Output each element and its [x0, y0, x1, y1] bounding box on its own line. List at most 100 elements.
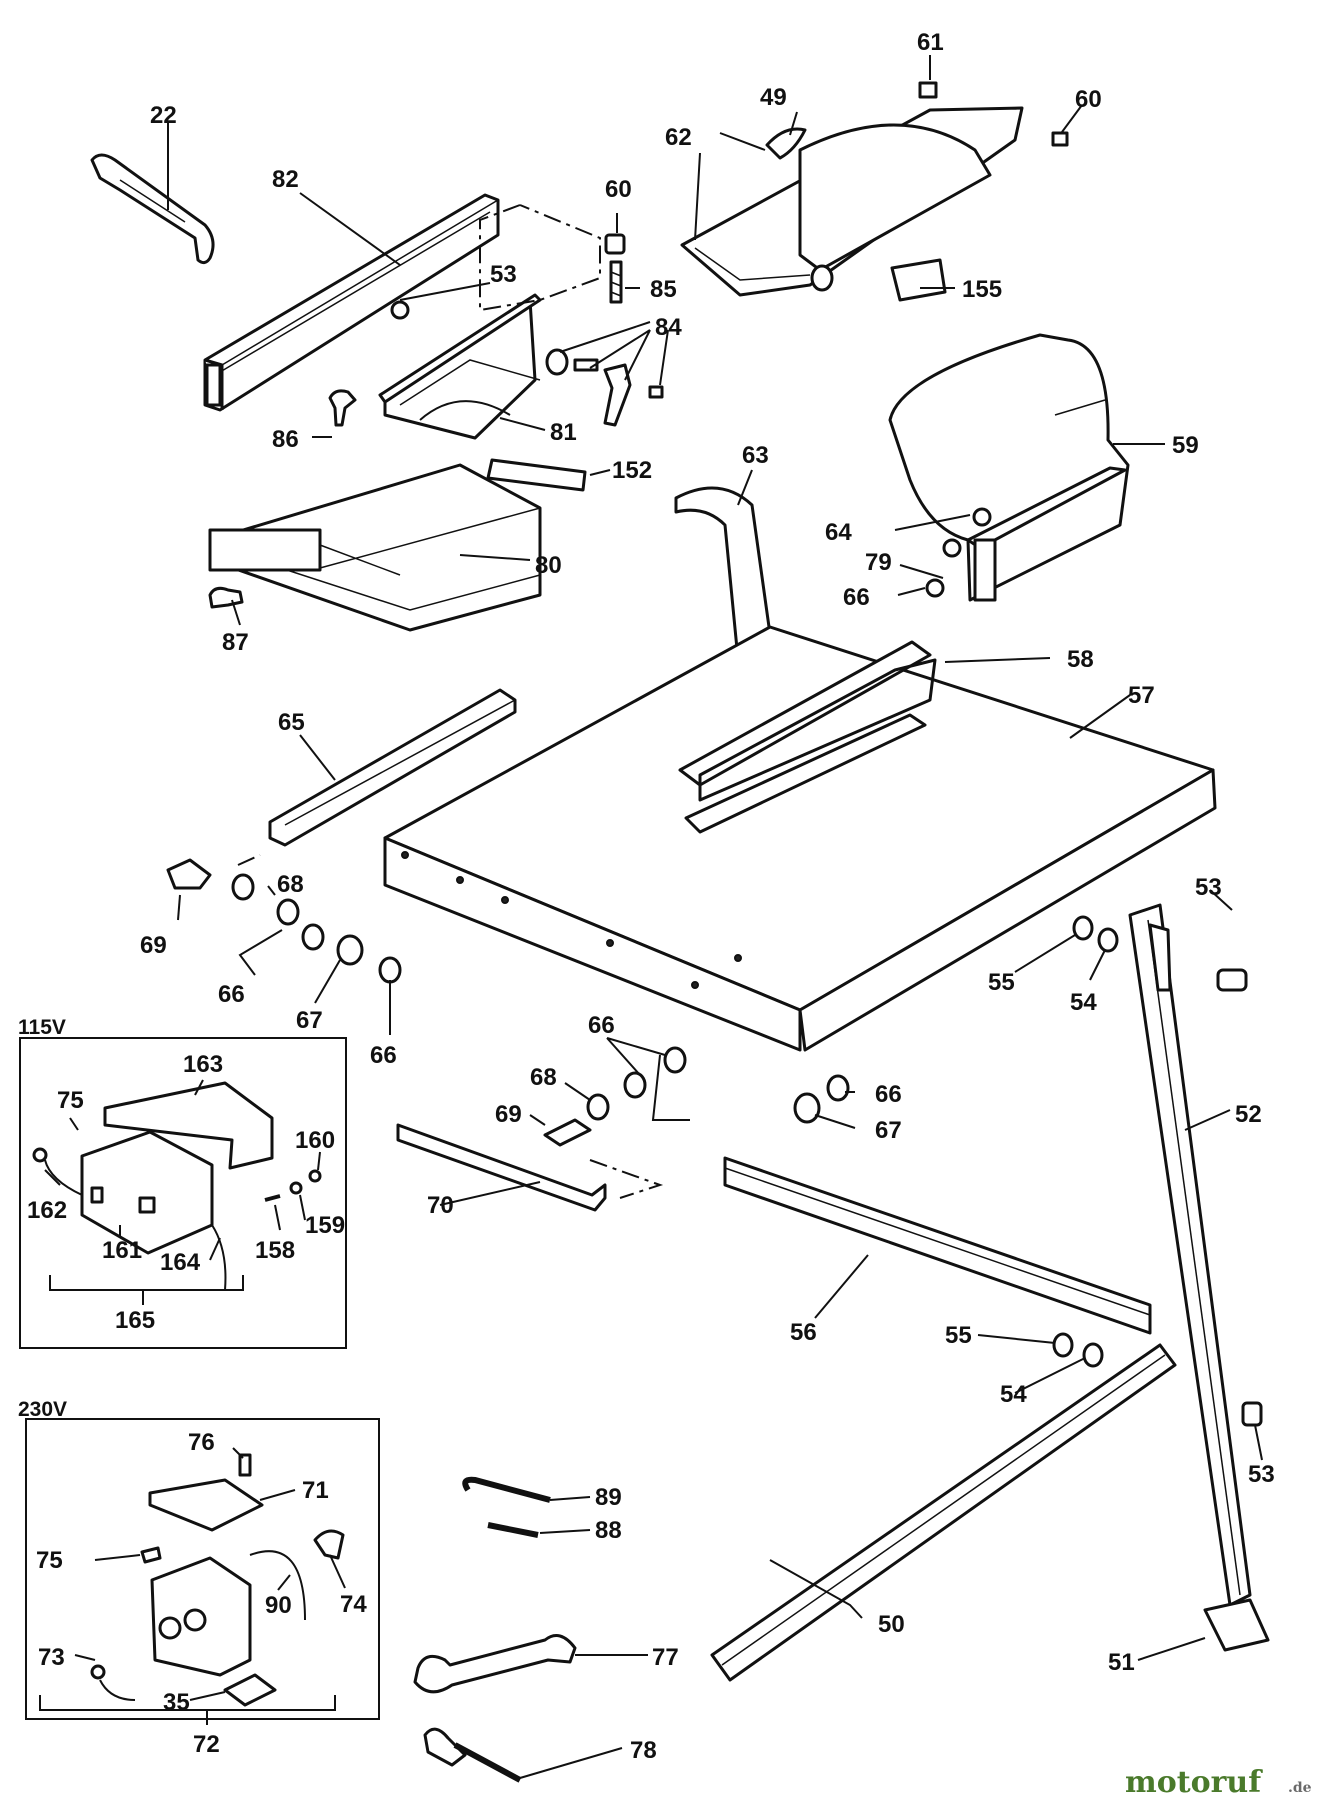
part-65-drawing: [268, 688, 517, 847]
washer-54a: [1097, 927, 1119, 953]
label-77: 77: [652, 1644, 679, 1671]
label-63: 63: [742, 442, 769, 469]
part-22-drawing: [90, 153, 215, 265]
part-152-drawing: [486, 458, 587, 492]
part-78-drawing: [423, 1727, 522, 1783]
label-54a: 54: [1070, 989, 1097, 1016]
label-164: 164: [160, 1249, 201, 1276]
washer-54b: [1082, 1342, 1104, 1368]
part-70-drawing: [396, 1123, 607, 1212]
part-59-drawing: [888, 333, 1130, 602]
label-87: 87: [222, 629, 249, 656]
nut-55a: [1072, 915, 1094, 941]
part-56-drawing: [723, 1156, 1152, 1335]
label-78: 78: [630, 1737, 657, 1764]
label-53c: 53: [1248, 1461, 1275, 1488]
label-165: 165: [115, 1307, 155, 1334]
nut-55b: [1052, 1332, 1074, 1358]
label-74: 74: [340, 1591, 367, 1618]
blade-guard-drawing: [680, 81, 1069, 302]
label-73: 73: [38, 1644, 65, 1671]
label-61: 61: [917, 29, 944, 56]
hex-key-88: [487, 1522, 539, 1538]
label-89: 89: [595, 1484, 622, 1511]
part-51-drawing: [1203, 1598, 1270, 1652]
label-22: 22: [150, 102, 177, 129]
label-60b: 60: [1075, 86, 1102, 113]
label-60a: 60: [605, 176, 632, 203]
label-81: 81: [550, 419, 577, 446]
label-69a: 69: [140, 932, 167, 959]
bolt-53c: [1241, 1401, 1263, 1427]
label-68a: 68: [277, 871, 304, 898]
label-54b: 54: [1000, 1381, 1027, 1408]
label-64: 64: [825, 519, 852, 546]
part-80-drawing: [208, 463, 542, 632]
label-72: 72: [193, 1731, 220, 1758]
hex-key-89: [462, 1476, 551, 1503]
label-66c: 66: [370, 1042, 397, 1069]
part-52-drawing: [1128, 903, 1252, 1607]
label-66d: 66: [588, 1012, 615, 1039]
watermark: motoruf .de: [1125, 1765, 1312, 1800]
label-52: 52: [1235, 1101, 1262, 1128]
bolt-53b: [1216, 968, 1248, 992]
part-77-drawing: [413, 1634, 577, 1694]
label-163: 163: [183, 1051, 223, 1078]
label-69b: 69: [495, 1101, 522, 1128]
label-85: 85: [650, 276, 677, 303]
label-159: 159: [305, 1212, 345, 1239]
watermark-tld: .de: [1288, 1780, 1312, 1796]
leader-lines: [44, 55, 1263, 1779]
label-68b: 68: [530, 1064, 557, 1091]
label-161: 161: [102, 1237, 142, 1264]
watermark-brand: motoruf: [1125, 1765, 1263, 1800]
label-49: 49: [760, 84, 787, 111]
part-50-drawing: [710, 1343, 1177, 1682]
label-56: 56: [790, 1319, 817, 1346]
part-57-drawing: [383, 625, 1217, 1052]
label-90: 90: [265, 1592, 292, 1619]
label-55a: 55: [988, 969, 1015, 996]
label-76: 76: [188, 1429, 215, 1456]
label-75a: 75: [57, 1087, 84, 1114]
label-53b: 53: [1195, 874, 1222, 901]
washers-middle: [543, 1046, 850, 1147]
label-66b: 66: [218, 981, 245, 1008]
washers-left: [166, 858, 402, 984]
label-71: 71: [302, 1477, 329, 1504]
label-65: 65: [278, 709, 305, 736]
box-230v: 230V: [18, 1398, 380, 1720]
label-53a: 53: [490, 261, 517, 288]
label-84: 84: [655, 314, 682, 341]
label-88: 88: [595, 1517, 622, 1544]
label-55b: 55: [945, 1322, 972, 1349]
label-59: 59: [1172, 432, 1199, 459]
label-160: 160: [295, 1127, 335, 1154]
label-58: 58: [1067, 646, 1094, 673]
label-66e: 66: [875, 1081, 902, 1108]
label-50: 50: [878, 1611, 905, 1638]
part-82-drawing: [203, 193, 500, 412]
callout-labels: 22 82 53 60 85 84 86 81 152 80 87 61 49 …: [27, 29, 1275, 1764]
label-79: 79: [865, 549, 892, 576]
label-51: 51: [1108, 1649, 1135, 1676]
label-70: 70: [427, 1192, 454, 1219]
label-67a: 67: [296, 1007, 323, 1034]
label-67b: 67: [875, 1117, 902, 1144]
part-81-drawing: [378, 293, 542, 440]
label-82: 82: [272, 166, 299, 193]
box-230v-title: 230V: [18, 1398, 67, 1421]
box-115v: 115V: [18, 1016, 347, 1349]
label-80: 80: [535, 552, 562, 579]
label-57: 57: [1128, 682, 1155, 709]
label-158: 158: [255, 1237, 295, 1264]
label-162: 162: [27, 1197, 67, 1224]
small-fasteners: [208, 233, 664, 609]
label-152: 152: [612, 457, 652, 484]
box-115v-title: 115V: [18, 1016, 66, 1039]
label-62: 62: [665, 124, 692, 151]
label-35: 35: [163, 1689, 190, 1716]
label-155: 155: [962, 276, 1002, 303]
